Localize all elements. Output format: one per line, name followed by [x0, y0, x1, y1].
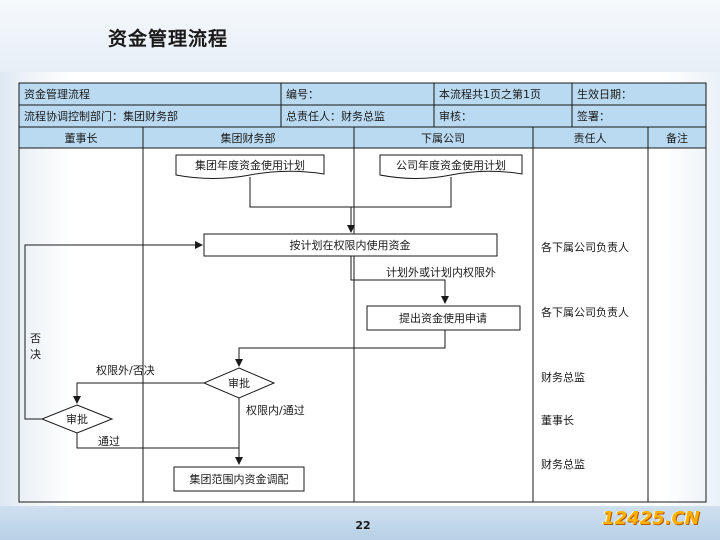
group-allocation-label: 集团范围内资金调配 [190, 472, 289, 486]
responsible-5: 财务总监 [541, 457, 585, 471]
company-plan-label: 公司年度资金使用计划 [396, 158, 506, 172]
edge-label-reject-1: 否 [30, 332, 41, 345]
chairman-pass-line [76, 433, 239, 449]
effective-date: 生效日期： [577, 87, 632, 101]
edge-label-outside-or-reject: 权限外/否决 [96, 364, 155, 377]
responsible-3: 财务总监 [541, 370, 585, 384]
edge-label-pass: 通过 [98, 435, 120, 448]
table-border [18, 82, 707, 503]
use-within-limit-label: 按计划在权限内使用资金 [290, 238, 411, 252]
company-plan-node [379, 154, 523, 179]
number-label: 编号： [286, 87, 319, 101]
reject-loop-line [24, 241, 203, 420]
group-allocation-node [173, 466, 305, 492]
owner: 总责任人：财务总监 [286, 109, 385, 123]
responsible-1: 各下属公司负责人 [541, 240, 629, 254]
info-row-2-bg [19, 105, 706, 127]
finance-approval-label: 审批 [228, 376, 250, 390]
chairman-approval-label: 审批 [66, 412, 88, 426]
page-info: 本流程共1页之第1页 [439, 87, 541, 101]
lane-header-bg [19, 127, 706, 148]
control-dept: 流程协调控制部门：集团财务部 [24, 109, 178, 123]
group-plan-node [175, 154, 325, 179]
process-name: 资金管理流程 [24, 87, 90, 101]
sign: 签署： [577, 109, 610, 123]
arrow-to-chairman-approval [73, 382, 204, 404]
review: 审核： [439, 109, 472, 123]
submit-request-label: 提出资金使用申请 [399, 311, 487, 325]
arrow-to-finance-approval [235, 330, 446, 367]
edge-label-within-pass: 权限内/通过 [246, 403, 305, 417]
lane-header-finance: 集团财务部 [221, 131, 276, 145]
edge-label-outside-plan: 计划外或计划内权限外 [386, 265, 496, 279]
lane-header-responsible: 责任人 [574, 132, 607, 145]
info-row-1-bg [19, 83, 706, 105]
watermark-logo: 12425.CN [602, 508, 700, 529]
edge-label-reject-2: 决 [30, 348, 41, 361]
lane-header-chairman: 董事长 [65, 132, 98, 145]
lane-header-remark: 备注 [666, 131, 688, 145]
page-title: 资金管理流程 [108, 28, 229, 50]
header-band [0, 0, 720, 72]
responsible-4: 董事长 [541, 414, 574, 427]
plans-merge-line [249, 177, 452, 208]
lane-header-subsidiary: 下属公司 [421, 132, 465, 145]
arrow-to-submit-request [350, 256, 449, 304]
footer-band [0, 506, 720, 540]
submit-request-node [366, 305, 521, 331]
page-number: 22 [355, 519, 371, 532]
group-plan-label: 集团年度资金使用计划 [195, 158, 305, 172]
responsible-2: 各下属公司负责人 [541, 305, 629, 319]
